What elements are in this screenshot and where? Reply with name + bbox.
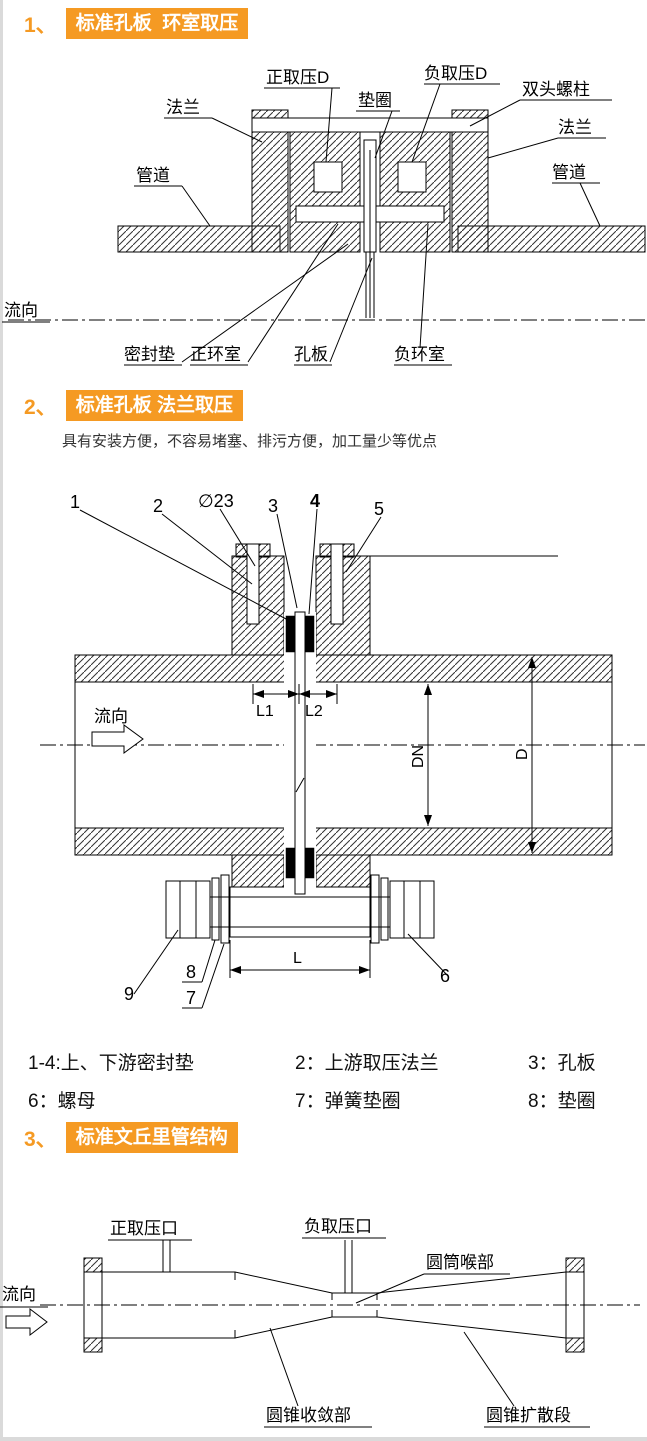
label-negative-ring-chamber: 负环室 (394, 345, 445, 364)
label-pipe-right: 管道 (552, 163, 586, 182)
label-stud-bolt: 双头螺柱 (522, 80, 590, 99)
diagram-annular-chamber-tapping: 法兰 管道 正取压D 垫圈 负取压D 双头螺柱 法兰 管道 流向 密封垫 正环室… (2, 64, 646, 366)
dim-L: L (293, 950, 302, 967)
end-flanges (83, 1257, 585, 1353)
callout-5: 5 (374, 499, 384, 519)
legend-spring-washer: 7：弹簧垫圈 (295, 1091, 401, 1112)
label-negative-tap-port: 负取压口 (304, 1217, 372, 1236)
section3-number: 3、 (24, 1127, 57, 1151)
label-convergent-cone: 圆锥收敛部 (266, 1406, 351, 1425)
venturi-profile (102, 1271, 567, 1339)
section3-title-badge: 标准文丘里管结构 (65, 1122, 238, 1153)
callout-leader-lines (79, 508, 449, 1009)
flow-arrow (91, 724, 144, 754)
page-edge-bottom (0, 1437, 647, 1441)
label-flange-right: 法兰 (558, 118, 592, 137)
annular-chambers (289, 131, 451, 253)
pressure-taps (162, 1240, 353, 1293)
section1-number: 1、 (24, 13, 57, 37)
label-divergent-cone: 圆锥扩散段 (486, 1406, 571, 1425)
legend-nut: 6：螺母 (28, 1091, 96, 1112)
callout-1: 1 (70, 492, 80, 512)
callout-7: 7 (186, 988, 196, 1008)
section2-title-badge: 标准孔板 法兰取压 (65, 390, 243, 421)
page-edge-left (0, 0, 3, 1441)
orifice-plate-section (363, 139, 377, 318)
label-positive-tap: 正取压D (266, 68, 329, 87)
legend-washer: 8：垫圈 (528, 1091, 596, 1112)
label-cylindrical-throat: 圆筒喉部 (426, 1253, 494, 1272)
label-orifice-plate: 孔板 (294, 345, 328, 364)
orifice-plate-assembly (284, 611, 316, 895)
section1-title-badge: 标准孔板 环室取压 (65, 8, 249, 39)
dim-DN: DN (410, 745, 427, 768)
label-flow-direction: 流向 (4, 301, 38, 320)
callout-6: 6 (440, 966, 450, 986)
section2-subtitle: 具有安装方便，不容易堵塞、排污方便，加工量少等优点 (62, 433, 438, 450)
bolt-and-nuts (165, 874, 435, 944)
label-gasket: 垫圈 (358, 91, 392, 110)
legend-seals: 1-4:上、下游密封垫 (28, 1053, 194, 1074)
callout-diameter-23: ∅23 (198, 491, 234, 511)
leader-lines (0, 1237, 590, 1428)
label-flow-direction: 流向 (94, 707, 128, 726)
callout-4: 4 (310, 491, 320, 511)
label-pipe-left: 管道 (136, 166, 170, 185)
label-negative-tap: 负取压D (424, 64, 487, 83)
callout-3: 3 (268, 496, 278, 516)
diagram-flange-tapping: 1 2 ∅23 3 4 5 9 8 7 6 L1 L2 L DN D 流向 (40, 491, 645, 1009)
section3-header: 3、 标准文丘里管结构 (24, 1122, 238, 1153)
label-positive-tap-port: 正取压口 (110, 1219, 178, 1238)
tapping-flanges (231, 543, 558, 656)
section2-number: 2、 (24, 395, 57, 419)
label-positive-ring-chamber: 正环室 (190, 345, 241, 364)
callout-8: 8 (186, 962, 196, 982)
dimension-lines (229, 657, 536, 978)
callout-2: 2 (153, 496, 163, 516)
callout-9: 9 (124, 984, 134, 1004)
stud-bolt-bore (251, 117, 489, 133)
dim-D: D (514, 748, 531, 760)
legend-upstream-flange: 2：上游取压法兰 (295, 1053, 439, 1074)
flange-sections (251, 109, 489, 253)
leader-lines (2, 83, 612, 366)
section1-header: 1、 标准孔板 环室取压 (24, 8, 249, 39)
dim-L1: L1 (256, 703, 274, 720)
legend-orifice-plate: 3：孔板 (528, 1053, 596, 1074)
label-flow-direction: 流向 (2, 1285, 36, 1304)
flow-arrow (5, 1307, 48, 1337)
diagram-venturi-tube: 正取压口 负取压口 圆筒喉部 流向 圆锥收敛部 圆锥扩散段 (0, 1217, 640, 1428)
section2-header: 2、 标准孔板 法兰取压 (24, 390, 243, 421)
pipe-wall-sections (74, 654, 613, 856)
label-seal-gasket: 密封垫 (124, 345, 175, 364)
dim-L2: L2 (305, 703, 323, 720)
label-flange-left: 法兰 (166, 98, 200, 117)
